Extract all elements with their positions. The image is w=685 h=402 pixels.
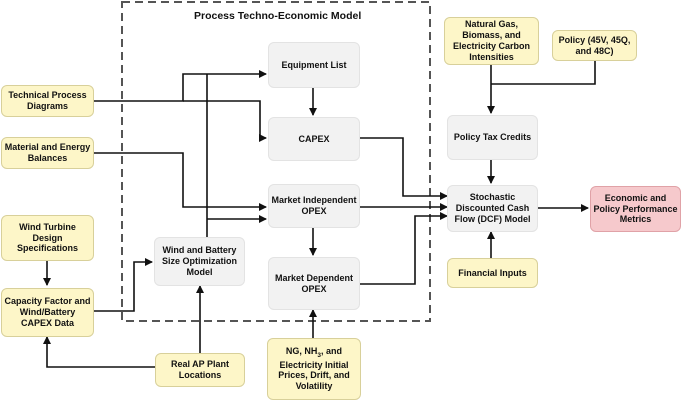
model-title: Process Techno-Economic Model xyxy=(194,10,362,22)
arrow-locations-to-capacity xyxy=(43,336,155,368)
market-independent-opex-box: Market Independent OPEX xyxy=(268,184,360,228)
ng-prices-subscript: 3 xyxy=(317,351,322,359)
arrow-capacity-to-sizing xyxy=(94,258,153,312)
wind-turbine-specs-box: Wind Turbine Design Specifications xyxy=(1,215,94,261)
ng-prices-label: NG, NH3, and Electricity Initial Prices,… xyxy=(278,346,350,392)
arrow-diagrams-to-capex xyxy=(183,100,267,142)
market-dependent-opex-box: Market Dependent OPEX xyxy=(268,257,360,310)
capacity-factor-box: Capacity Factor and Wind/Battery CAPEX D… xyxy=(1,288,94,337)
economic-metrics-box: Economic and Policy Performance Metrics xyxy=(590,186,681,232)
carbon-intensities-box: Natural Gas, Biomass, and Electricity Ca… xyxy=(444,17,539,65)
arrow-balances-to-opex xyxy=(94,152,267,211)
equipment-list-box: Equipment List xyxy=(268,42,360,88)
ng-prices-prefix: NG, NH xyxy=(285,346,318,356)
policy-tax-credits-box: Policy Tax Credits xyxy=(447,115,538,160)
wind-battery-sizing-label: Wind and Battery Size Optimization Model xyxy=(161,245,237,277)
technical-process-diagrams-box: Technical Process Diagrams xyxy=(1,85,94,117)
arrow-diagrams-to-equipment xyxy=(94,70,267,102)
real-ap-plant-locations-box: Real AP Plant Locations xyxy=(155,353,245,387)
arrow-capex-to-dcf xyxy=(360,137,448,200)
techno-economic-model-boundary xyxy=(121,1,431,322)
stochastic-dcf-box: Stochastic Discounted Cash Flow (DCF) Mo… xyxy=(447,185,538,232)
material-energy-balances-box: Material and Energy Balances xyxy=(1,137,94,169)
policy-box: Policy (45V, 45Q, and 48C) xyxy=(552,30,637,61)
line-policy-to-credits xyxy=(491,61,596,85)
wind-battery-sizing-box: Wind and Battery Size Optimization Model xyxy=(154,237,245,286)
ng-prices-box: NG, NH3, and Electricity Initial Prices,… xyxy=(267,338,361,400)
capex-box: CAPEX xyxy=(268,117,360,161)
ng-prices-suffix: , and Electricity Initial Prices, Drift,… xyxy=(278,346,350,392)
arrow-dep-opex-to-dcf xyxy=(360,212,448,285)
financial-inputs-box: Financial Inputs xyxy=(447,258,538,288)
